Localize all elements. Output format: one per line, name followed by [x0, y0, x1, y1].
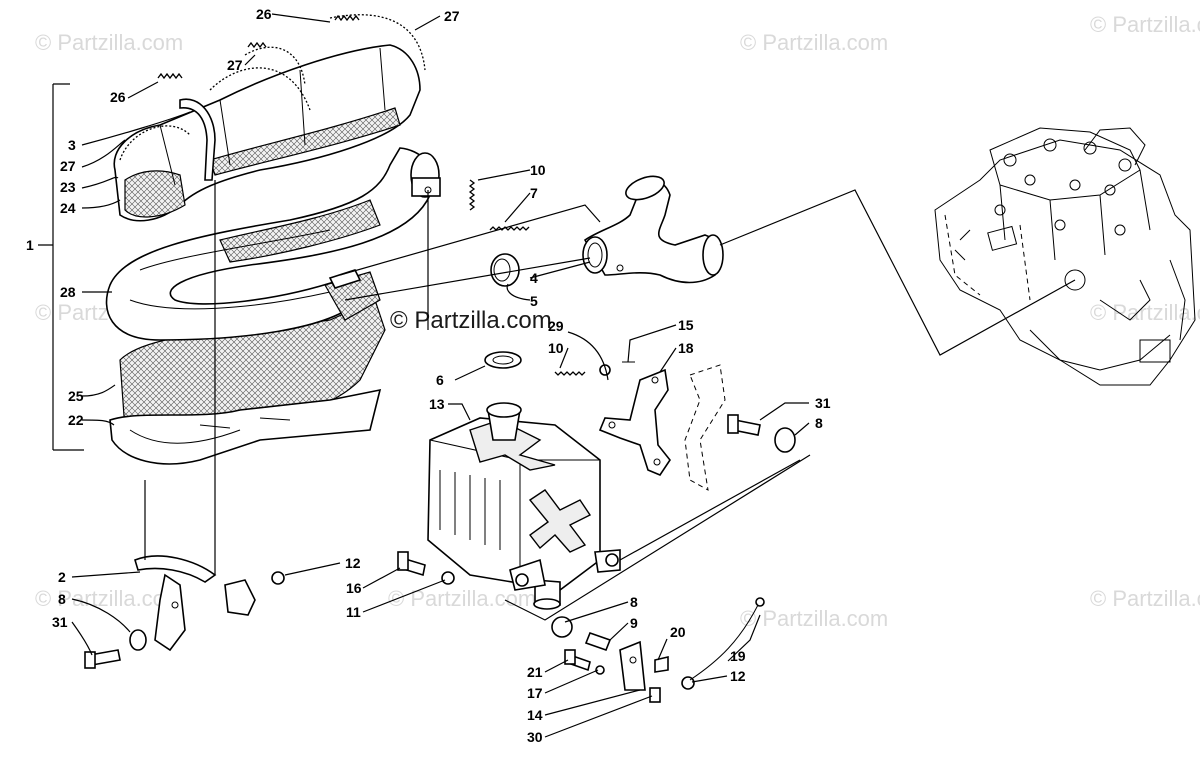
callout-7: 7 — [530, 185, 538, 201]
silencer — [427, 351, 621, 610]
callout-18: 18 — [678, 340, 694, 356]
callout-25: 25 — [68, 388, 84, 404]
callout-20: 20 — [670, 624, 686, 640]
callout-21: 21 — [527, 664, 543, 680]
engine-illustration — [934, 127, 1196, 386]
callout-3: 3 — [68, 137, 76, 153]
callout-9: 9 — [630, 615, 638, 631]
callout-labels: 1 2 3 4 5 6 7 8 8 8 9 10 10 11 12 12 13 … — [26, 6, 831, 745]
callout-24: 24 — [60, 200, 76, 216]
watermark: © Partzilla.com — [1090, 586, 1200, 611]
callout-5: 5 — [530, 293, 538, 309]
callout-29: 29 — [548, 318, 564, 334]
watermark: © Partzilla.com — [35, 30, 183, 55]
callout-8: 8 — [58, 591, 66, 607]
watermark: © Partzilla.com — [740, 30, 888, 55]
callout-11: 11 — [346, 604, 361, 620]
callout-26: 26 — [110, 89, 126, 105]
callout-19: 19 — [730, 648, 746, 664]
callout-4: 4 — [530, 270, 538, 286]
heat-shield — [113, 14, 426, 222]
expansion-chamber — [105, 147, 441, 465]
watermark: © Partzilla.com — [388, 586, 536, 611]
callout-13: 13 — [429, 396, 445, 412]
callout-6: 6 — [436, 372, 444, 388]
callout-8: 8 — [630, 594, 638, 610]
manifold-group — [468, 175, 724, 287]
callout-31: 31 — [815, 395, 831, 411]
callout-8: 8 — [815, 415, 823, 431]
leader-lines — [38, 13, 1076, 738]
callout-27: 27 — [227, 57, 243, 73]
callout-27: 27 — [444, 8, 460, 24]
callout-10: 10 — [548, 340, 564, 356]
bracket-2 — [84, 555, 285, 669]
callout-31: 31 — [52, 614, 68, 630]
watermark: © Partzilla.com — [390, 307, 552, 334]
callout-12: 12 — [345, 555, 361, 571]
callout-30: 30 — [527, 729, 543, 745]
callout-2: 2 — [58, 569, 66, 585]
callout-16: 16 — [346, 580, 362, 596]
watermark: © Partzilla.com — [1090, 300, 1200, 325]
callout-10: 10 — [530, 162, 546, 178]
bracket-18 — [554, 361, 796, 491]
watermark: © Partzilla.com — [1090, 12, 1200, 37]
lower-hardware — [397, 551, 765, 703]
watermark: © Partzilla.com — [740, 606, 888, 631]
callout-22: 22 — [68, 412, 84, 428]
callout-15: 15 — [678, 317, 694, 333]
callout-14: 14 — [527, 707, 543, 723]
callout-12: 12 — [730, 668, 746, 684]
callout-1: 1 — [26, 237, 34, 253]
callout-17: 17 — [527, 685, 543, 701]
callout-28: 28 — [60, 284, 76, 300]
callout-27: 27 — [60, 158, 76, 174]
callout-23: 23 — [60, 179, 76, 195]
callout-26: 26 — [256, 6, 272, 22]
